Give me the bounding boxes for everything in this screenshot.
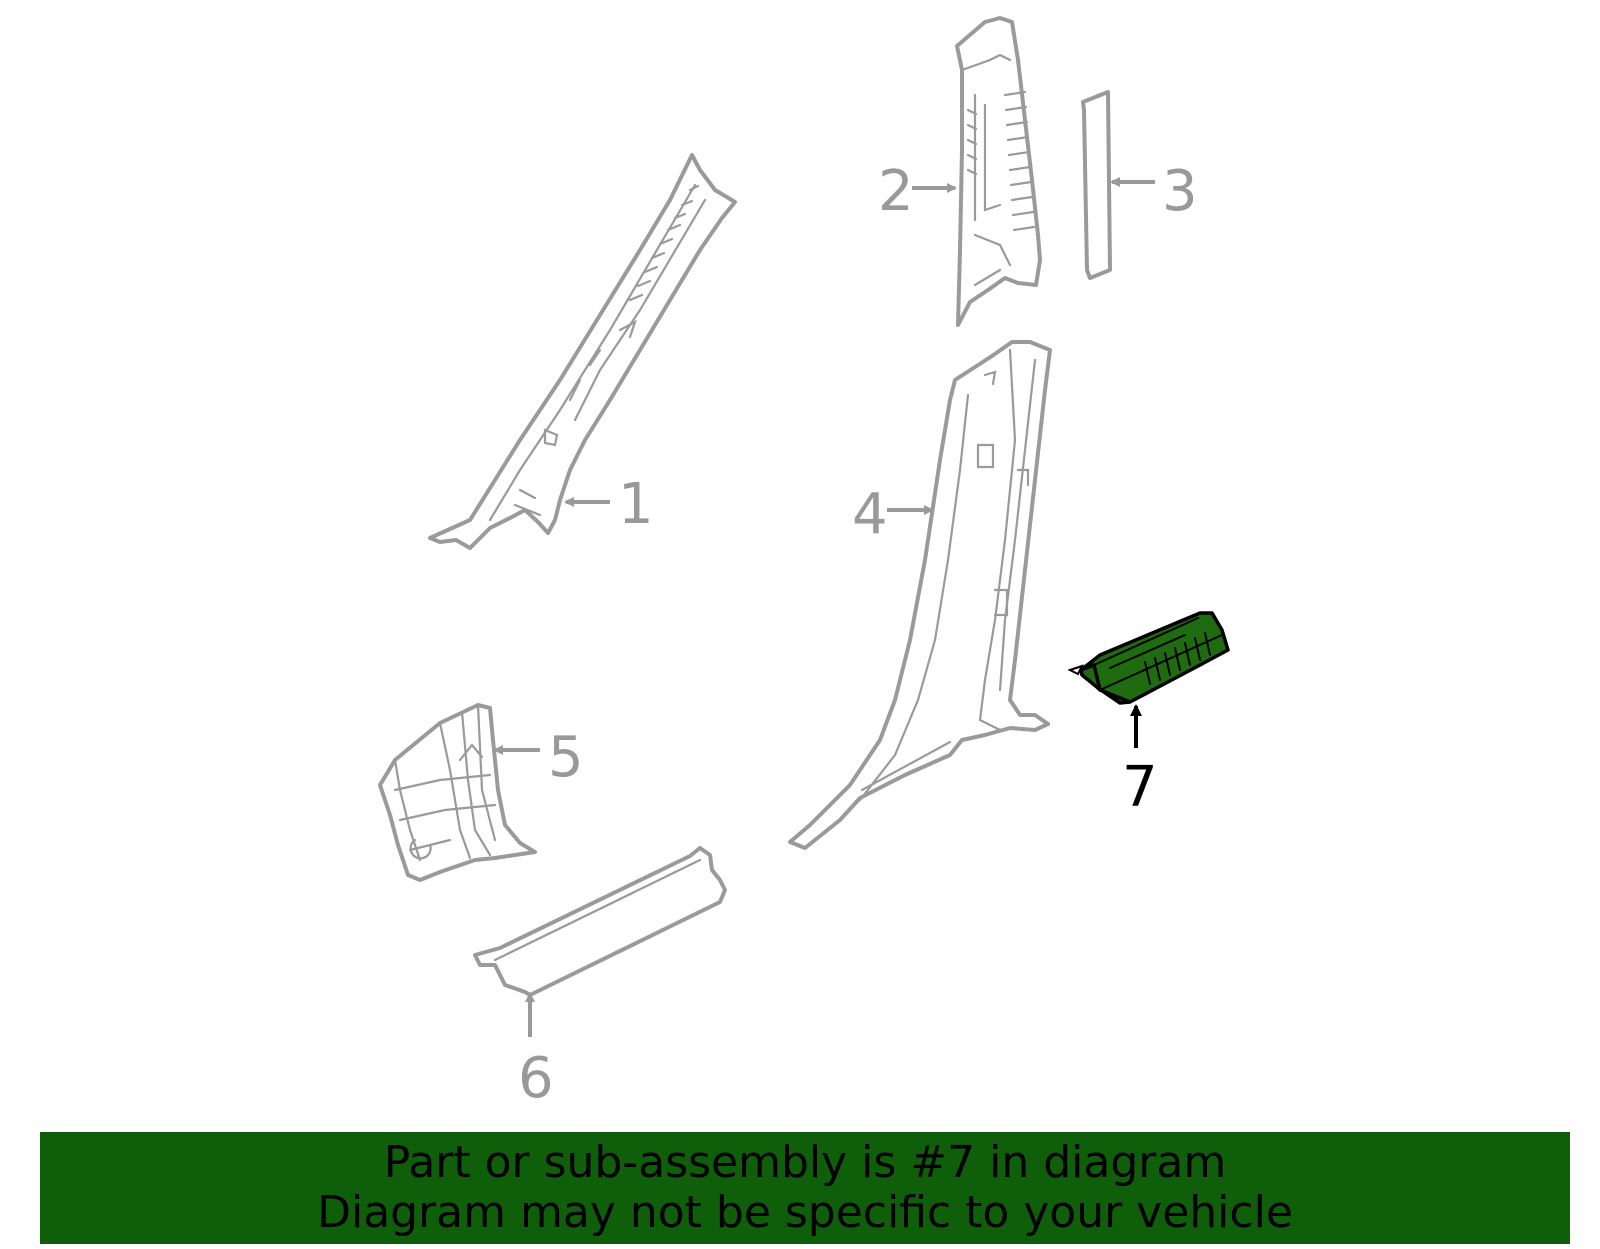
callout-6: 6 xyxy=(518,992,554,1111)
svg-text:6: 6 xyxy=(518,1046,554,1111)
callout-4: 3 xyxy=(1110,159,1198,224)
callout-2: 2 xyxy=(878,159,957,224)
svg-text:7: 7 xyxy=(1122,755,1158,820)
part-5-kick-panel xyxy=(378,703,537,882)
info-banner: Part or sub-assembly is #7 in diagram Di… xyxy=(40,1132,1570,1244)
banner-line-disclaimer: Diagram may not be specific to your vehi… xyxy=(317,1187,1293,1238)
callout-5: 5 xyxy=(493,725,584,790)
svg-text:4: 4 xyxy=(852,482,888,547)
part-3-lower-b-pillar-trim xyxy=(788,340,1052,850)
svg-text:1: 1 xyxy=(618,472,654,537)
svg-text:5: 5 xyxy=(548,725,584,790)
part-7-highlighted-trim xyxy=(1067,611,1230,705)
banner-line-part-number: Part or sub-assembly is #7 in diagram xyxy=(383,1137,1227,1188)
parts-diagram: 1 2 3 4 xyxy=(378,16,1230,1111)
svg-text:3: 3 xyxy=(1162,159,1198,224)
callout-3: 4 xyxy=(852,482,934,547)
svg-text:2: 2 xyxy=(878,159,914,224)
part-1-a-pillar-trim xyxy=(428,153,737,550)
callout-1: 1 xyxy=(564,472,654,537)
callout-7: 7 xyxy=(1122,704,1158,820)
part-4-seal-strip xyxy=(1081,90,1112,280)
part-6-sill-plate xyxy=(473,846,727,997)
part-2-upper-b-pillar-trim xyxy=(955,16,1042,327)
